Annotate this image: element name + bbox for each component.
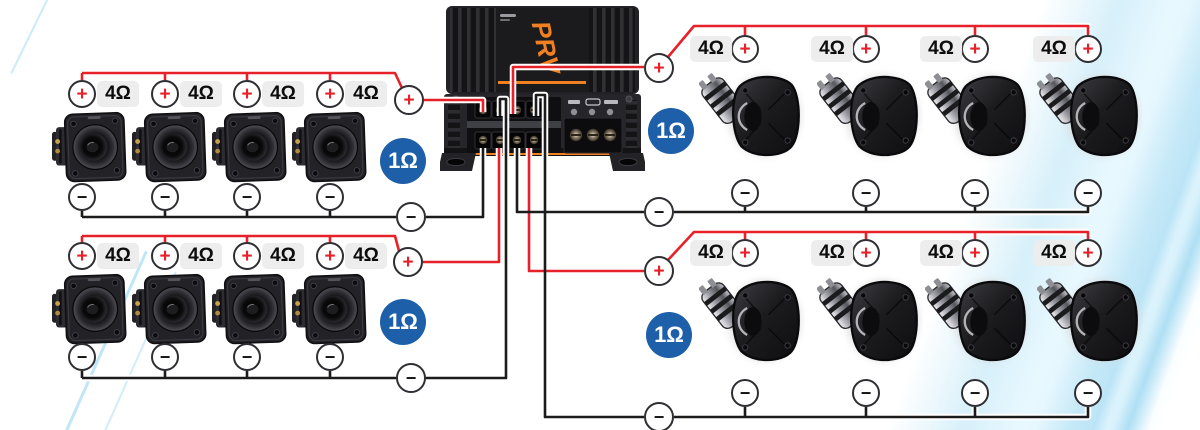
amp-channel-negative-terminal: − [396,202,426,232]
speaker-positive-terminal: + [233,242,261,270]
speaker-negative-terminal: − [1074,379,1102,407]
speaker-positive-terminal: + [961,35,989,63]
speaker-positive-terminal: + [151,80,179,108]
speaker-negative-terminal: − [68,343,96,371]
speaker-negative-terminal: − [852,379,880,407]
amp-front-fins-left [448,100,460,148]
speaker-impedance-label: 4Ω [920,240,962,266]
wire-positive-feed-top-right [511,65,644,114]
speaker-horn [925,272,1031,375]
wire-negative-feed-top-right [515,148,644,214]
speaker-impedance-label: 4Ω [690,240,732,266]
speaker-negative-terminal: − [151,183,179,211]
total-impedance-badge: 1Ω [380,138,426,184]
speaker-positive-terminal: + [233,80,261,108]
wire-positive-feed-bottom-right [527,148,644,273]
wire-positive-feed-bottom-left [423,148,501,264]
total-impedance-badge: 1Ω [648,108,694,154]
wire-negative-feed-top-left [426,148,485,219]
amp-channel-positive-terminal: + [644,53,674,83]
speaker-impedance-label: 4Ω [345,243,387,269]
amp-model-text-bar [500,19,510,21]
speaker-positive-terminal: + [961,239,989,267]
wire-negative-bus-bottom-left [80,371,396,380]
speaker-impedance-label: 4Ω [262,81,304,107]
speaker-negative-terminal: − [233,343,261,371]
speaker-impedance-label: 4Ω [262,243,304,269]
amp-model-text-bar [500,14,516,17]
amp-channel-negative-terminal: − [644,197,674,227]
speaker-horn [1037,67,1143,170]
wire-negative-feed-bottom-right [534,93,644,419]
speaker-negative-terminal: − [151,343,179,371]
speaker-impedance-label: 4Ω [811,36,853,62]
speaker-positive-terminal: + [852,239,880,267]
speaker-positive-terminal: + [731,35,759,63]
speaker-horn [817,272,923,375]
speaker-negative-terminal: − [233,183,261,211]
wire-negative-feed-bottom-left [426,97,508,380]
amp-heatsink-left [450,8,496,92]
speaker-impedance-label: 4Ω [97,243,139,269]
speaker-bullet [48,106,128,191]
speaker-positive-terminal: + [1074,35,1102,63]
speaker-positive-terminal: + [316,80,344,108]
speaker-positive-terminal: + [731,239,759,267]
speaker-bullet [48,268,128,353]
speaker-positive-terminal: + [316,242,344,270]
speaker-horn [699,67,805,170]
speaker-positive-terminal: + [852,35,880,63]
speaker-impedance-label: 4Ω [920,36,962,62]
speaker-bullet [208,268,288,353]
speaker-impedance-label: 4Ω [97,81,139,107]
speaker-horn [925,67,1031,170]
speaker-horn [699,272,805,375]
speaker-negative-terminal: − [961,379,989,407]
speaker-impedance-label: 4Ω [811,240,853,266]
speaker-bullet [128,106,208,191]
wire-positive-bus-bottom-left [80,234,401,252]
speaker-bullet [288,106,368,191]
speaker-bullet [288,268,368,353]
speaker-positive-terminal: + [151,242,179,270]
amp-channel-positive-terminal: + [644,256,674,286]
speaker-negative-terminal: − [731,379,759,407]
speaker-positive-terminal: + [68,80,96,108]
amp-mounting-feet [440,153,645,171]
speaker-negative-terminal: − [731,179,759,207]
speaker-impedance-label: 4Ω [1033,36,1075,62]
speaker-negative-terminal: − [852,179,880,207]
amp-channel-negative-terminal: − [644,402,674,430]
amp-accent-stripe [498,81,586,84]
wire-positive-feed-top-left [424,98,485,112]
wire-negative-bus-top-left [80,211,396,219]
total-impedance-badge: 1Ω [380,299,426,345]
amp-heatsink-right [589,8,635,92]
amp-channel-positive-terminal: + [393,247,423,277]
amp-channel-positive-terminal: + [394,85,424,115]
speaker-positive-terminal: + [68,242,96,270]
speaker-positive-terminal: + [1074,239,1102,267]
total-impedance-badge: 1Ω [646,312,692,358]
speaker-negative-terminal: − [68,183,96,211]
amp-power-terminals [563,98,623,154]
speaker-negative-terminal: − [961,179,989,207]
speaker-impedance-label: 4Ω [1033,240,1075,266]
speaker-negative-terminal: − [316,343,344,371]
speaker-impedance-label: 4Ω [345,81,387,107]
amp-screw [625,95,633,103]
wire-positive-bus-top-left [80,71,404,89]
speaker-impedance-label: 4Ω [180,243,222,269]
amp-front-fins-right [626,100,637,148]
speaker-bullet [128,268,208,353]
speaker-negative-terminal: − [316,183,344,211]
speaker-impedance-label: 4Ω [180,81,222,107]
speaker-negative-terminal: − [1074,179,1102,207]
speaker-horn [1037,272,1143,375]
amp-channel-negative-terminal: − [396,363,426,393]
speaker-bullet [208,106,288,191]
speaker-horn [817,67,923,170]
speaker-impedance-label: 4Ω [690,36,732,62]
